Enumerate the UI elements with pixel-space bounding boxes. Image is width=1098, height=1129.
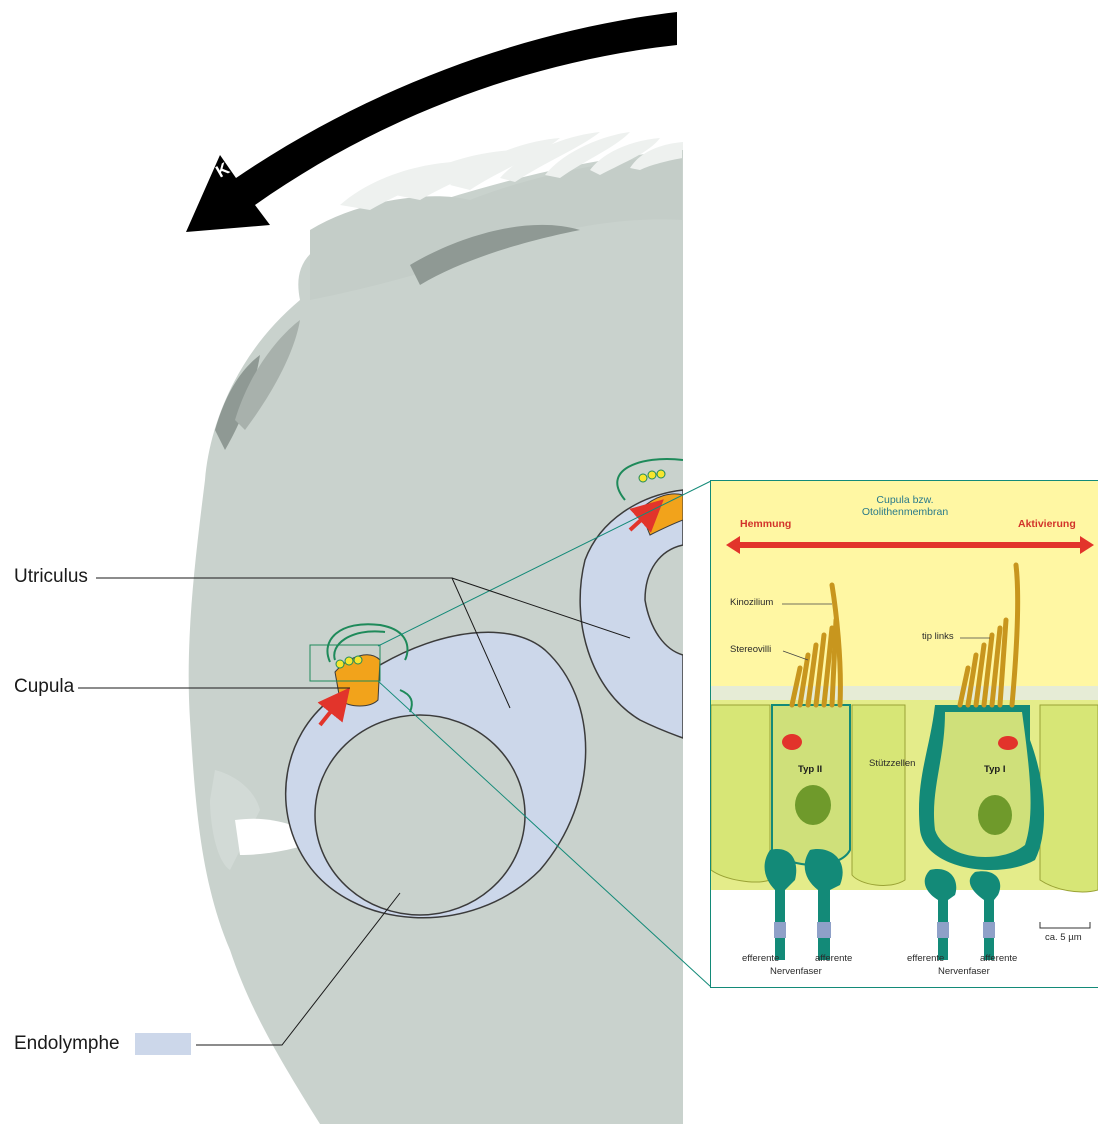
label-typ1: Typ I [984, 764, 1005, 775]
label-efferente-2: efferente [907, 953, 944, 964]
label-aktivierung: Aktivierung [1018, 518, 1076, 530]
label-nervenfaser-1: Nervenfaser [770, 966, 822, 977]
label-efferente-1: efferente [742, 953, 779, 964]
label-utriculus: Utriculus [14, 566, 88, 588]
label-stuetzzellen: Stützzellen [869, 758, 915, 769]
label-afferente-2: afferente [980, 953, 1017, 964]
label-typ2: Typ II [798, 764, 822, 775]
hair-cell-inset [711, 481, 1098, 987]
label-afferente-1: afferente [815, 953, 852, 964]
label-tip-links: tip links [922, 631, 954, 642]
label-scale: ca. 5 µm [1045, 932, 1082, 943]
label-stereovilli: Stereovilli [730, 644, 771, 655]
label-cupula: Cupula [14, 676, 74, 698]
endolymph-swatch [135, 1033, 191, 1055]
label-kinozilium: Kinozilium [730, 597, 773, 608]
label-hemmung: Hemmung [740, 518, 791, 530]
label-nervenfaser-2: Nervenfaser [938, 966, 990, 977]
label-endolymphe: Endolymphe [14, 1033, 120, 1055]
label-cupula-membrane: Cupula bzw. Otolithenmembran [845, 494, 965, 518]
